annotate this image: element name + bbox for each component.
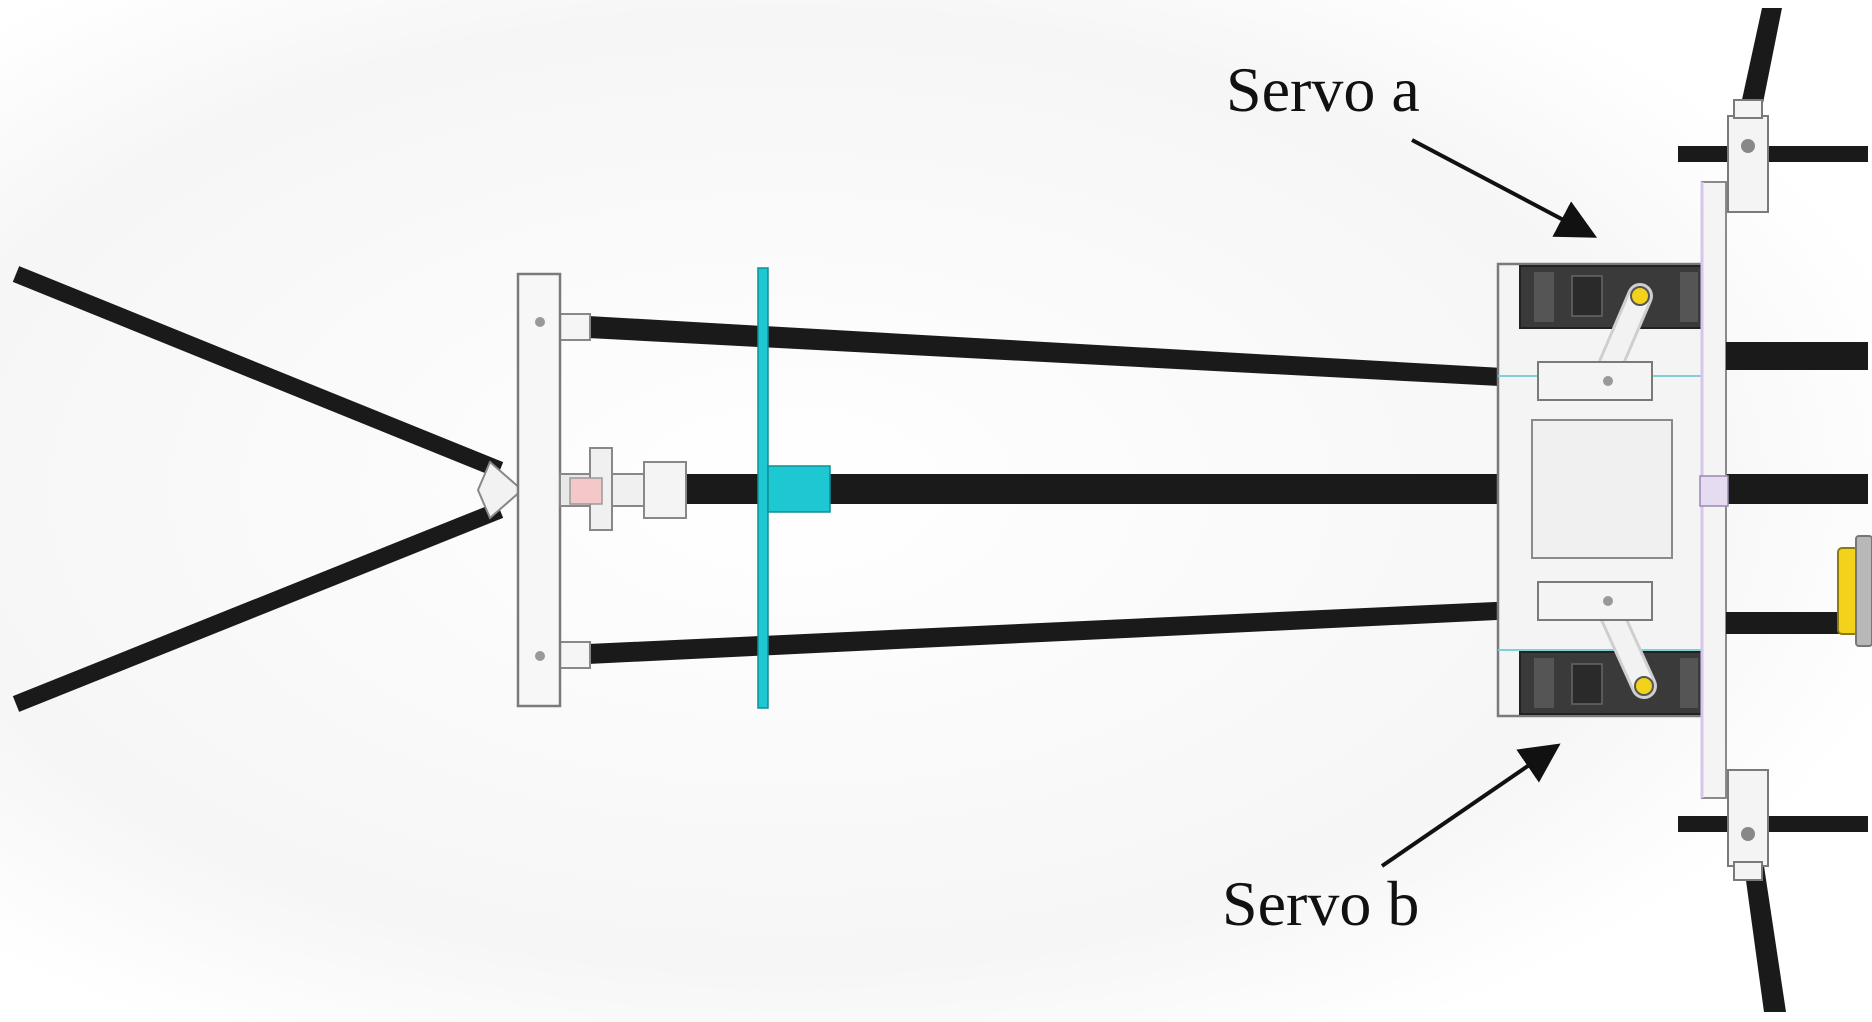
- servo-b-link-bolt: [1603, 596, 1613, 606]
- servo-mount-window: [1531, 419, 1673, 559]
- servo-a-link-bolt: [1603, 376, 1613, 386]
- servo-b: [1519, 581, 1703, 715]
- callout-arrows: [1380, 138, 1598, 868]
- bottom-clamp-cap: [1733, 861, 1763, 881]
- upper-rod-end: [555, 313, 591, 341]
- servo-a-gear-box: [1571, 275, 1603, 317]
- lower-rod-end: [555, 641, 591, 669]
- servo-a: [1519, 265, 1703, 401]
- servo-a-horn-hub: [1630, 286, 1650, 306]
- bottom-cross-rod: [1678, 816, 1868, 832]
- right-rod-upper: [1726, 342, 1868, 370]
- servo-b-tab-left: [1534, 658, 1554, 708]
- servo-a-link-block: [1537, 361, 1653, 401]
- knob-cap: [1855, 535, 1872, 647]
- upper-push-rod: [588, 316, 1538, 388]
- coupler-pink-block: [569, 477, 603, 505]
- bottom-clamp-block: [1727, 769, 1769, 867]
- top-clamp-cap: [1733, 99, 1763, 119]
- servo-b-link-block: [1537, 581, 1653, 621]
- servo-a-tab-left: [1534, 272, 1554, 322]
- right-plate-bearing: [1699, 475, 1729, 507]
- servo-mount: [1496, 262, 1704, 718]
- servo-b-tab-right: [1680, 658, 1698, 708]
- bottom-clamp-bolt: [1741, 827, 1755, 841]
- left-frame-bar: [516, 272, 562, 708]
- lower-push-rod: [588, 600, 1538, 664]
- cyan-disc: [757, 267, 831, 709]
- cyan-collar: [767, 465, 831, 513]
- coupler-sleeve: [643, 461, 687, 519]
- servo-b-horn-hub: [1634, 676, 1654, 696]
- cyan-plate: [757, 267, 769, 709]
- center-coupler: [559, 447, 687, 531]
- bottom-diagonal-rod: [1744, 866, 1786, 1012]
- frame-bolt-top: [535, 317, 545, 327]
- top-diagonal-rod: [1738, 8, 1782, 118]
- lower-v-rod: [12, 502, 504, 712]
- servo-b-label: Servo b: [1222, 868, 1420, 939]
- servo-b-gear-box: [1571, 663, 1603, 705]
- servo-a-tab-right: [1680, 272, 1698, 322]
- frame-bolt-bottom: [535, 651, 545, 661]
- coupler-link: [611, 473, 645, 507]
- servo-a-arrow: [1411, 138, 1598, 238]
- top-clamp-bolt: [1741, 139, 1755, 153]
- v-rods: [12, 266, 524, 712]
- top-clamp-block: [1727, 115, 1769, 213]
- left-frame: [516, 272, 562, 708]
- right-assembly: [1678, 8, 1872, 1012]
- right-rod-lower: [1726, 612, 1868, 634]
- servo-b-arrow: [1380, 743, 1561, 868]
- v-rod-joint: [476, 460, 524, 520]
- top-cross-rod: [1678, 146, 1868, 162]
- servo-a-label: Servo a: [1226, 54, 1420, 125]
- upper-v-rod: [12, 266, 504, 478]
